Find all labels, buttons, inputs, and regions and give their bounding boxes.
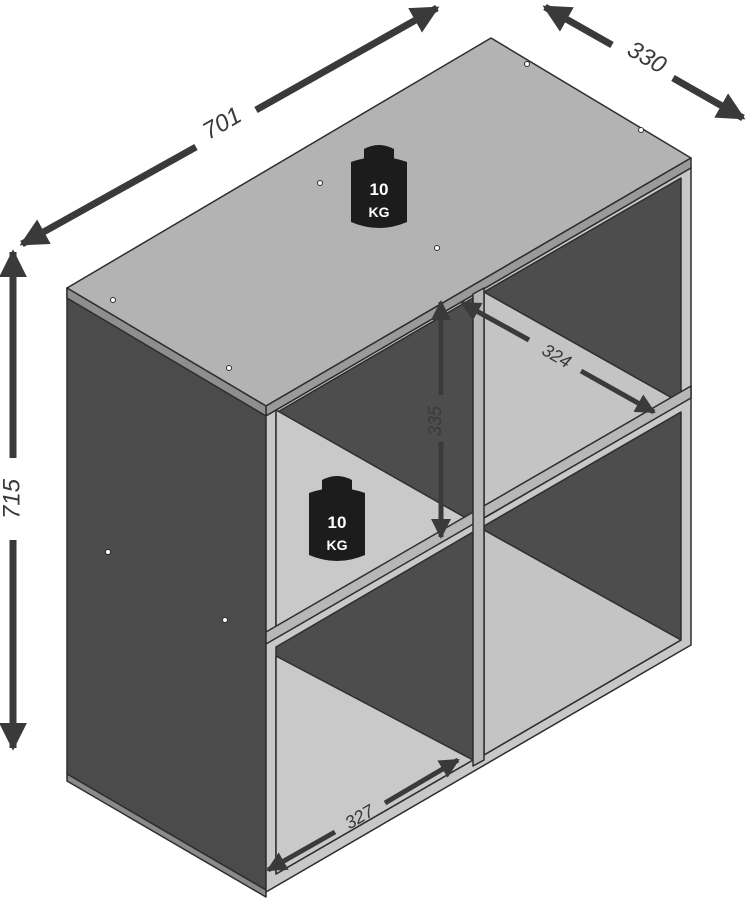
dimension-arrow <box>19 143 198 248</box>
dowel-hole <box>105 549 111 555</box>
dimension-arrow <box>542 3 614 49</box>
dowel-hole <box>524 61 530 67</box>
dowel-hole <box>110 297 116 303</box>
dimension-arrow <box>254 4 440 114</box>
dimension-arrow <box>671 74 746 122</box>
compartment-height-label: 335 <box>425 405 445 436</box>
weight-icon: 10 KG <box>351 145 407 228</box>
dowel-hole <box>317 180 323 186</box>
dowel-hole <box>226 365 232 371</box>
dimension-arrow <box>383 757 460 806</box>
compartment-lower-left-floor <box>275 655 474 875</box>
shelf-weight-unit: KG <box>327 537 348 553</box>
bottom-edge-strip <box>66 773 267 898</box>
dowel-hole <box>434 245 440 251</box>
vertical-divider-edge <box>472 287 485 767</box>
weight-icon: 10 KG <box>309 476 365 561</box>
dimension-arrow <box>460 300 531 343</box>
dowel-hole <box>638 127 644 133</box>
dimension-arrow <box>266 829 337 873</box>
width-dimension-label: 701 <box>198 102 246 145</box>
height-dimension-label: 715 <box>0 478 25 519</box>
dimension-arrow <box>579 368 656 415</box>
top-weight-unit: KG <box>369 204 390 220</box>
dowel-holes <box>105 61 644 623</box>
top-weight-value: 10 <box>370 180 389 199</box>
depth-dimension-label: 330 <box>623 36 672 80</box>
dimension-arrows <box>0 3 746 873</box>
shelf-weight-value: 10 <box>328 513 347 532</box>
dowel-hole <box>222 617 228 623</box>
